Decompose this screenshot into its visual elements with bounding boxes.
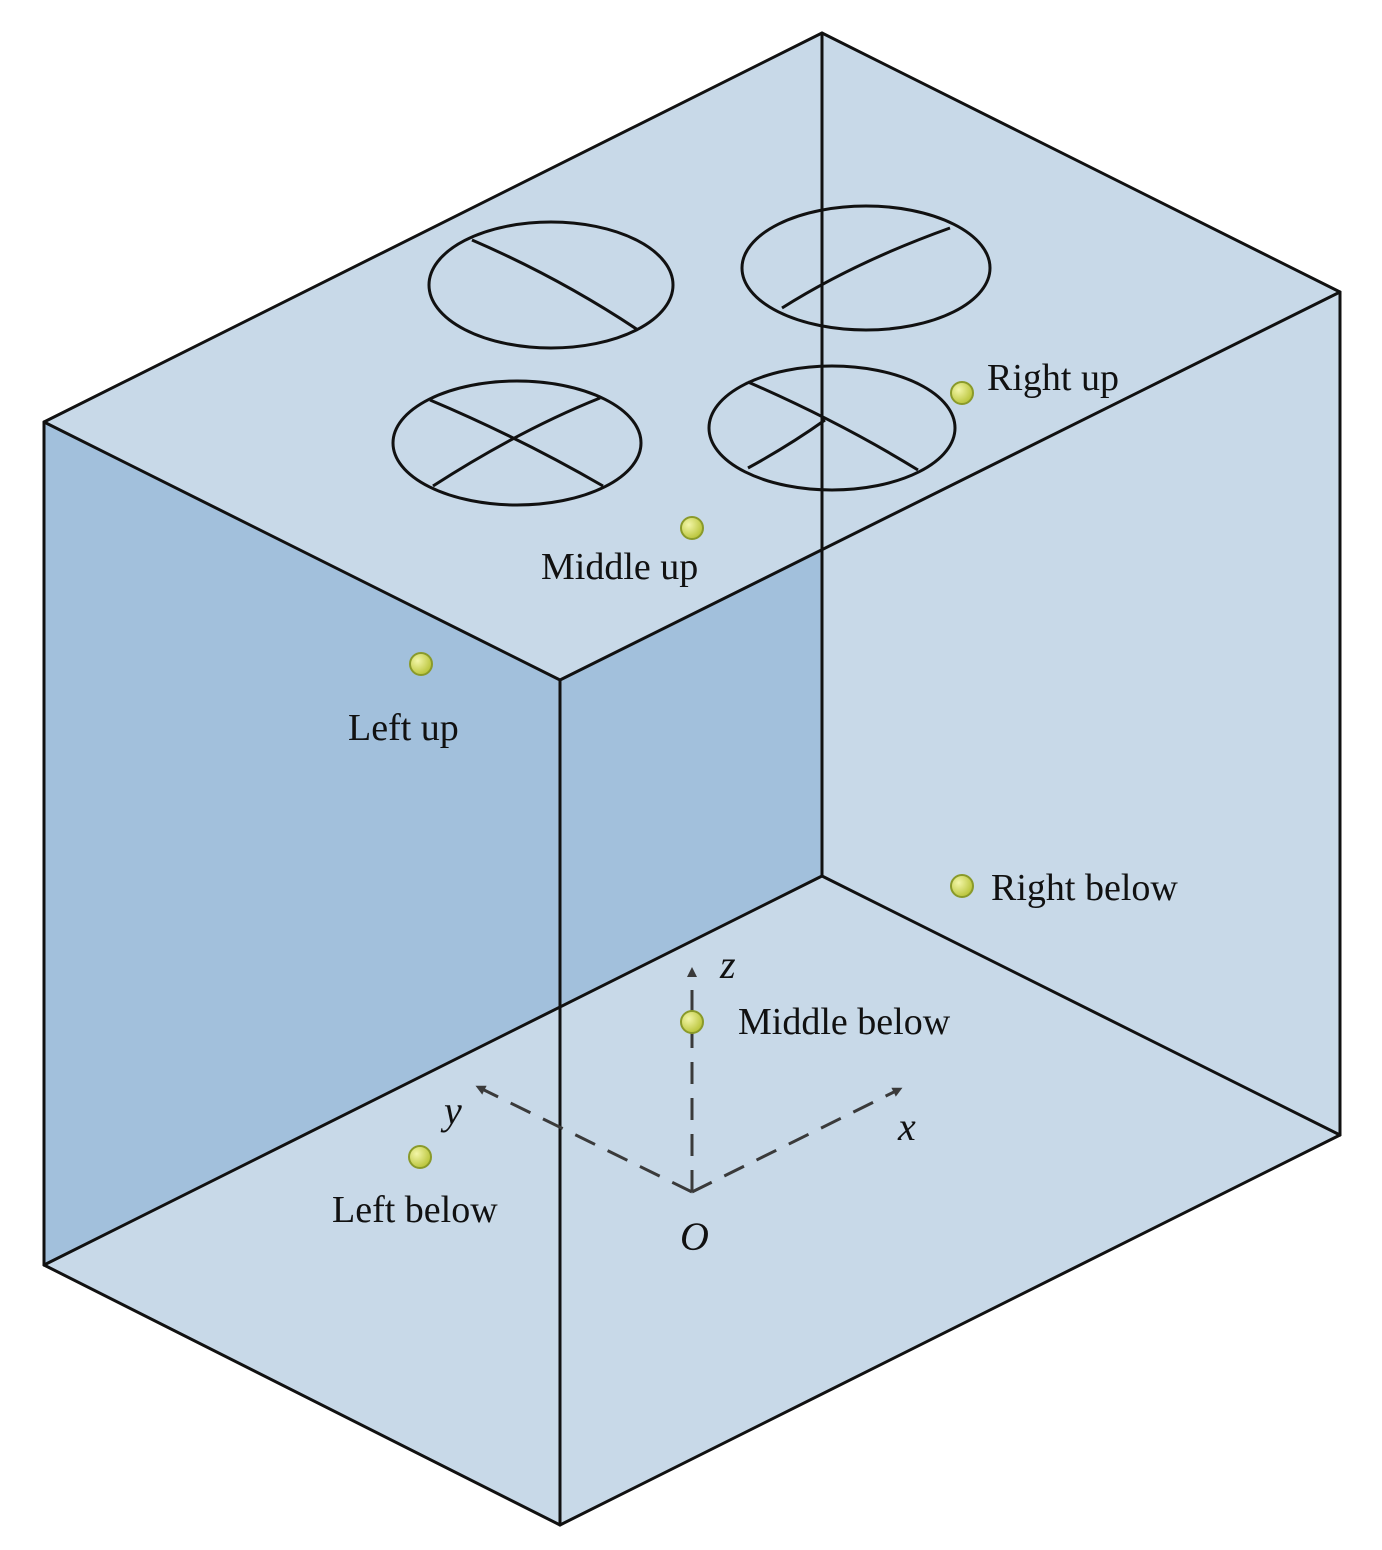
x-axis-label: x [897,1104,916,1149]
sensor-dot [680,1010,704,1034]
sensor-left-up: Left up [348,652,459,749]
coordinate-axes: x y z O [440,942,916,1259]
back-left-wall [44,422,822,1265]
sensor-label: Middle up [541,546,698,588]
sensor-dot [680,516,704,540]
bottom-right-edge [558,1133,1342,1527]
vent-bottom-right [707,364,957,492]
vent-top-right [740,204,992,332]
sensor-dot [409,652,433,676]
sensor-label: Right below [991,867,1178,909]
vent-bottom-left [391,379,643,507]
bottom-left-edge [42,1263,562,1527]
sensor-label: Left below [332,1189,498,1231]
ceiling-vents [391,204,992,507]
sensor-middle-up: Middle up [541,516,704,588]
room-faces [44,33,1340,1525]
vent-top-left [427,220,675,350]
sensor-label: Middle below [738,1001,951,1043]
sensor-dot [950,381,974,405]
sensor-right-up: Right up [950,357,1119,405]
sensor-right-below: Right below [950,867,1178,909]
sensor-middle-below: Middle below [680,1001,951,1043]
sensor-points: Right up Middle up Left up Right below M… [332,357,1178,1231]
sensor-label: Right up [987,357,1119,399]
y-axis [475,1085,693,1194]
x-axis [691,1087,903,1194]
back-floor-right-edge [820,874,1342,1137]
back-floor-left-edge [42,874,824,1267]
origin-label: O [680,1214,709,1259]
z-axis-label: z [719,942,736,987]
sensor-left-below: Left below [332,1145,498,1231]
sensor-dot [408,1145,432,1169]
sensor-dot [950,874,974,898]
room-edges [42,31,1342,1527]
sensor-label: Left up [348,707,459,749]
y-axis-label: y [440,1088,462,1133]
